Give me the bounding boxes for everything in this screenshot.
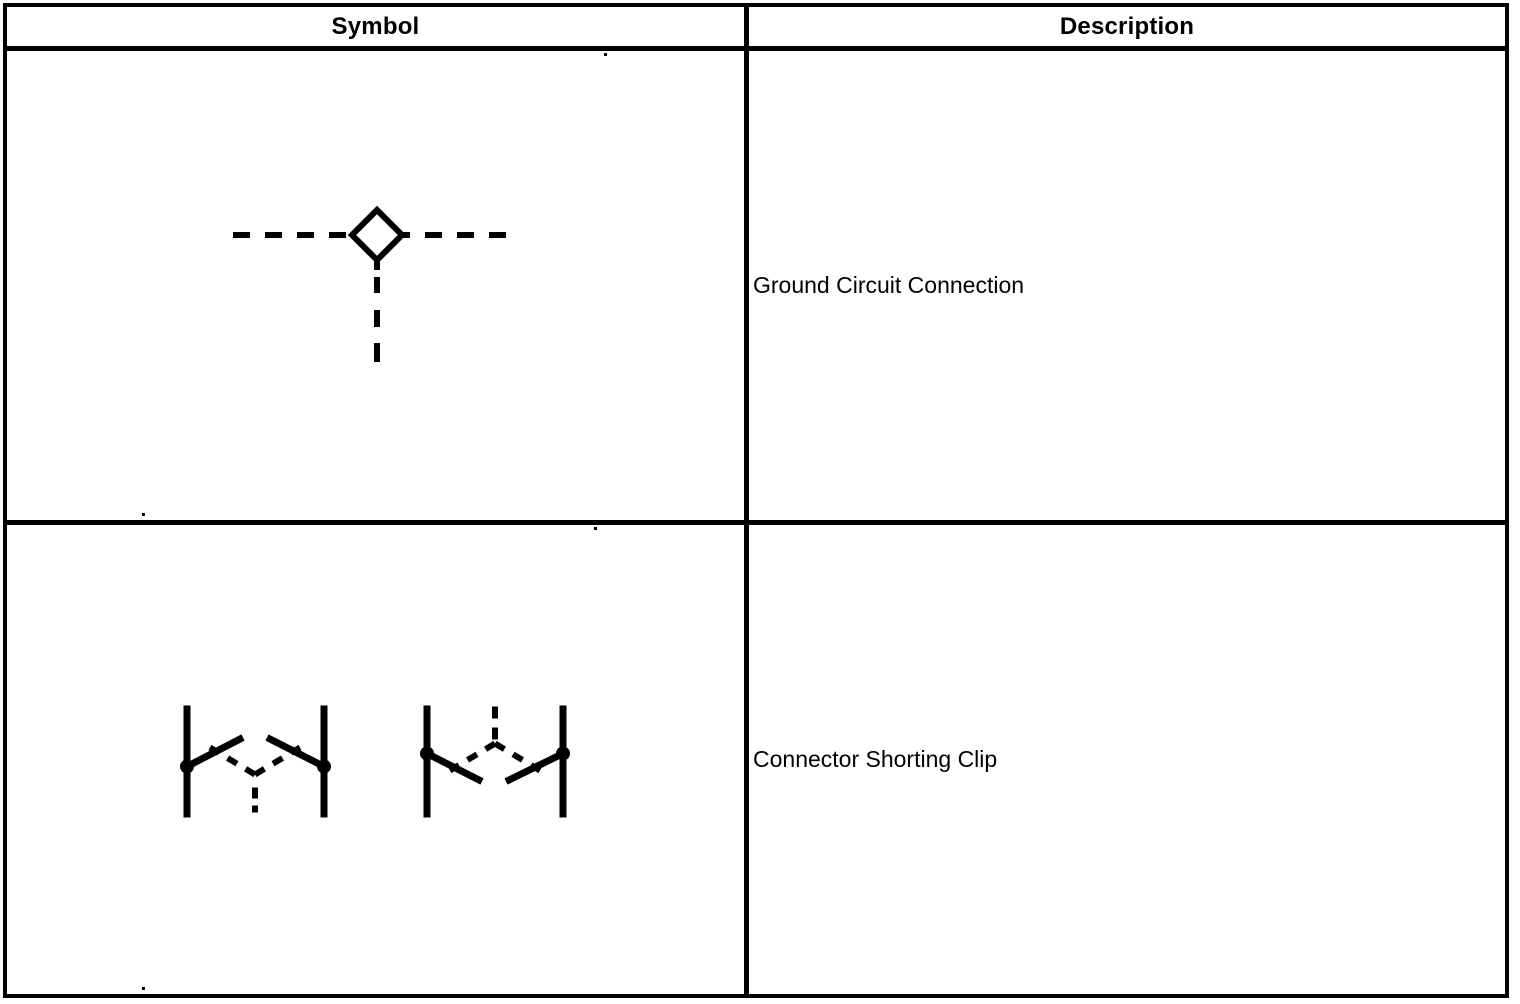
symbol-cell bbox=[7, 51, 749, 525]
column-header-symbol: Symbol bbox=[7, 7, 749, 51]
column-header-description: Description bbox=[749, 7, 1505, 51]
table-row: Ground Circuit Connection bbox=[7, 51, 1505, 525]
scan-speck bbox=[604, 53, 607, 56]
description-cell: Ground Circuit Connection bbox=[749, 51, 1505, 525]
scan-speck bbox=[142, 513, 145, 516]
scan-speck bbox=[594, 527, 597, 530]
table-row: Connector Shorting Clip bbox=[7, 525, 1505, 994]
table-header-row: Symbol Description bbox=[7, 7, 1505, 51]
ground-circuit-connection-icon bbox=[233, 205, 517, 362]
scan-speck bbox=[142, 987, 145, 990]
symbol-cell bbox=[7, 525, 749, 994]
symbol-legend-table: Symbol Description Ground Circuit Connec… bbox=[3, 3, 1509, 998]
description-cell: Connector Shorting Clip bbox=[749, 525, 1505, 994]
connector-shorting-clip-icon bbox=[180, 705, 570, 818]
